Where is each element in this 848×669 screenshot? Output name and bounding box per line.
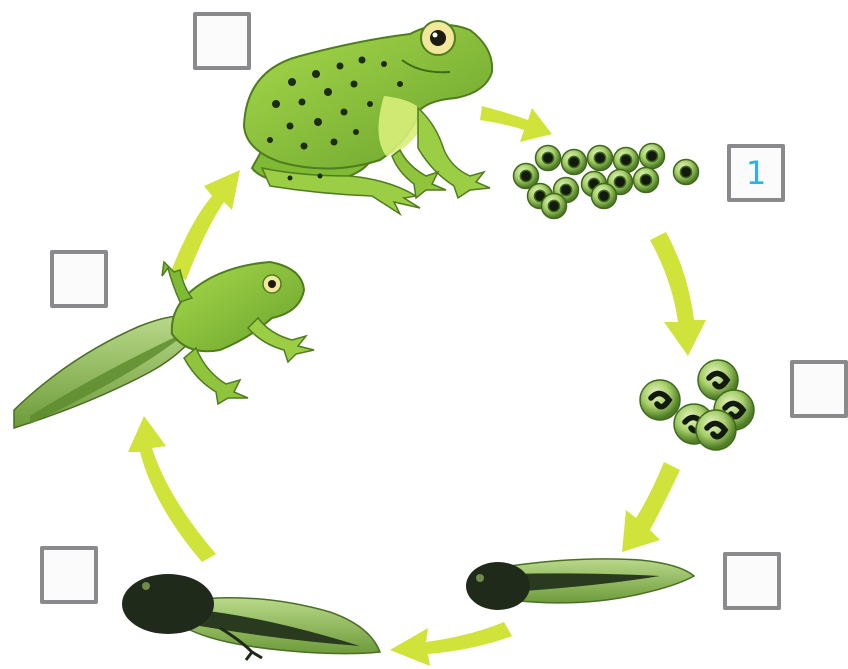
young-tadpole-head (466, 562, 530, 610)
older-tadpole (122, 574, 380, 660)
young-tadpole (466, 559, 694, 610)
arrow-eggs-to-tadpole (622, 462, 680, 552)
frog-spawn (514, 144, 699, 219)
older-tadpole-head (122, 574, 214, 634)
older-tadpole-eye (142, 582, 150, 590)
answer-box-froglet[interactable] (50, 250, 108, 308)
froglet-front-leg (248, 318, 314, 362)
spawn-egg (674, 160, 699, 185)
answer-box-frog-spawn[interactable]: 1 (727, 144, 785, 202)
spawn-egg (592, 184, 617, 209)
developing-egg (640, 380, 680, 420)
spawn-egg (588, 146, 613, 171)
frog-pupil (430, 30, 446, 46)
young-tadpole-eye (476, 574, 484, 582)
answer-box-adult-frog[interactable] (193, 12, 251, 70)
spawn-egg (640, 144, 665, 169)
arrow-frog-to-spawn (480, 106, 552, 142)
spawn-egg (634, 168, 659, 193)
answer-box-label: 1 (746, 157, 766, 189)
arrow-older-tadpole-to-froglet (128, 416, 216, 562)
arrow-froglet-to-frog (170, 170, 240, 280)
spawn-egg (614, 148, 639, 173)
arrow-tadpole-to-older-tadpole (390, 622, 512, 666)
spawn-egg (542, 194, 567, 219)
adult-frog (244, 21, 492, 214)
froglet-pupil (268, 280, 276, 288)
froglet-hind-leg (184, 348, 248, 404)
answer-box-developing-eggs[interactable] (790, 360, 848, 418)
arrow-spawn-to-eggs (650, 232, 706, 356)
answer-box-older-tadpole[interactable] (40, 546, 98, 604)
frog-eye-shine (433, 33, 438, 38)
developing-eggs (640, 360, 754, 450)
spawn-egg (536, 146, 561, 171)
developing-egg (696, 410, 736, 450)
answer-box-young-tadpole[interactable] (723, 552, 781, 610)
spawn-egg (562, 150, 587, 175)
frog-body (244, 25, 492, 169)
